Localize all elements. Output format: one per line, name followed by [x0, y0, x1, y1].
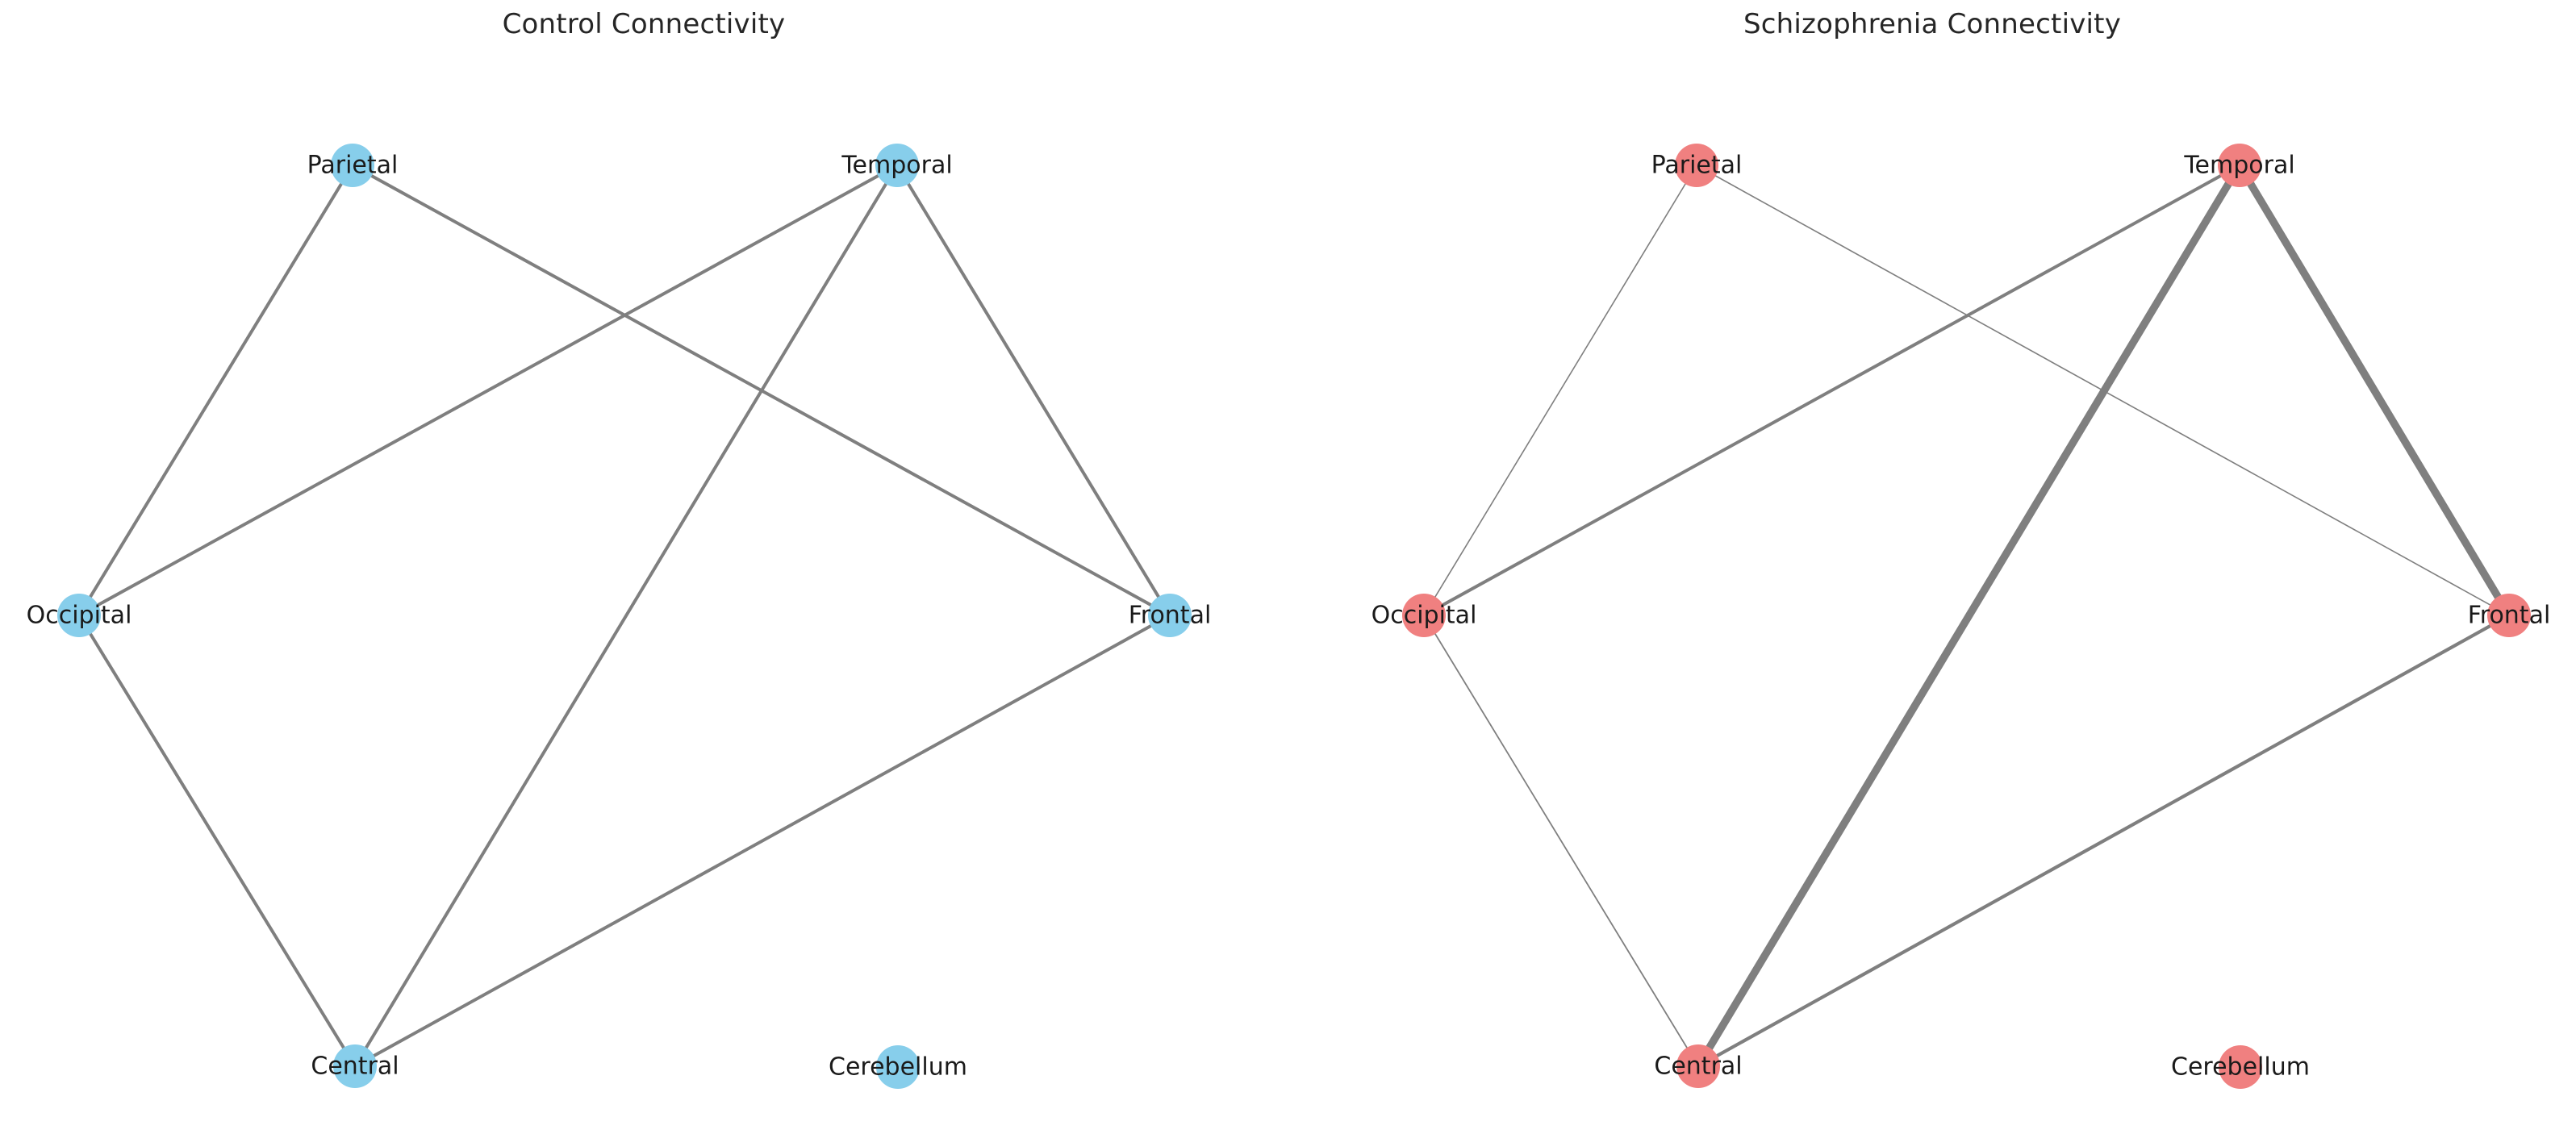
- graph-node-parietal[interactable]: [1675, 144, 1718, 187]
- graph-node-cerebellum[interactable]: [2219, 1045, 2262, 1089]
- graph-edge: [1694, 161, 2244, 1070]
- graph-edge: [2236, 161, 2513, 619]
- graph-edges-schizophrenia: [1422, 161, 2513, 1070]
- panel-title-schizophrenia: Schizophrenia Connectivity: [1743, 8, 2122, 40]
- graph-edge: [1423, 165, 1697, 616]
- graph-node-occipital[interactable]: [57, 594, 101, 637]
- graph-node-central[interactable]: [1676, 1044, 1720, 1088]
- graph-node-parietal[interactable]: [331, 144, 374, 187]
- graph-node-temporal[interactable]: [2218, 144, 2261, 187]
- graph-edge: [77, 164, 899, 617]
- graph-edge: [353, 614, 1171, 1068]
- graph-edge: [1422, 164, 2241, 617]
- graph-node-temporal[interactable]: [875, 144, 919, 187]
- graph-edge: [896, 164, 1171, 617]
- graph-edge: [1423, 615, 1699, 1067]
- graph-node-occipital[interactable]: [1402, 594, 1446, 637]
- graph-node-frontal[interactable]: [2487, 594, 2531, 637]
- graph-edges-control: [77, 164, 1171, 1068]
- graph-node-central[interactable]: [333, 1044, 377, 1088]
- graph-edge: [1696, 613, 2511, 1069]
- graph-edge: [77, 164, 354, 617]
- graph-node-frontal[interactable]: [1148, 594, 1192, 637]
- graph-edge: [353, 164, 899, 1068]
- panel-title-control: Control Connectivity: [502, 8, 786, 40]
- graph-edge: [77, 614, 357, 1068]
- graph-node-cerebellum[interactable]: [876, 1045, 920, 1089]
